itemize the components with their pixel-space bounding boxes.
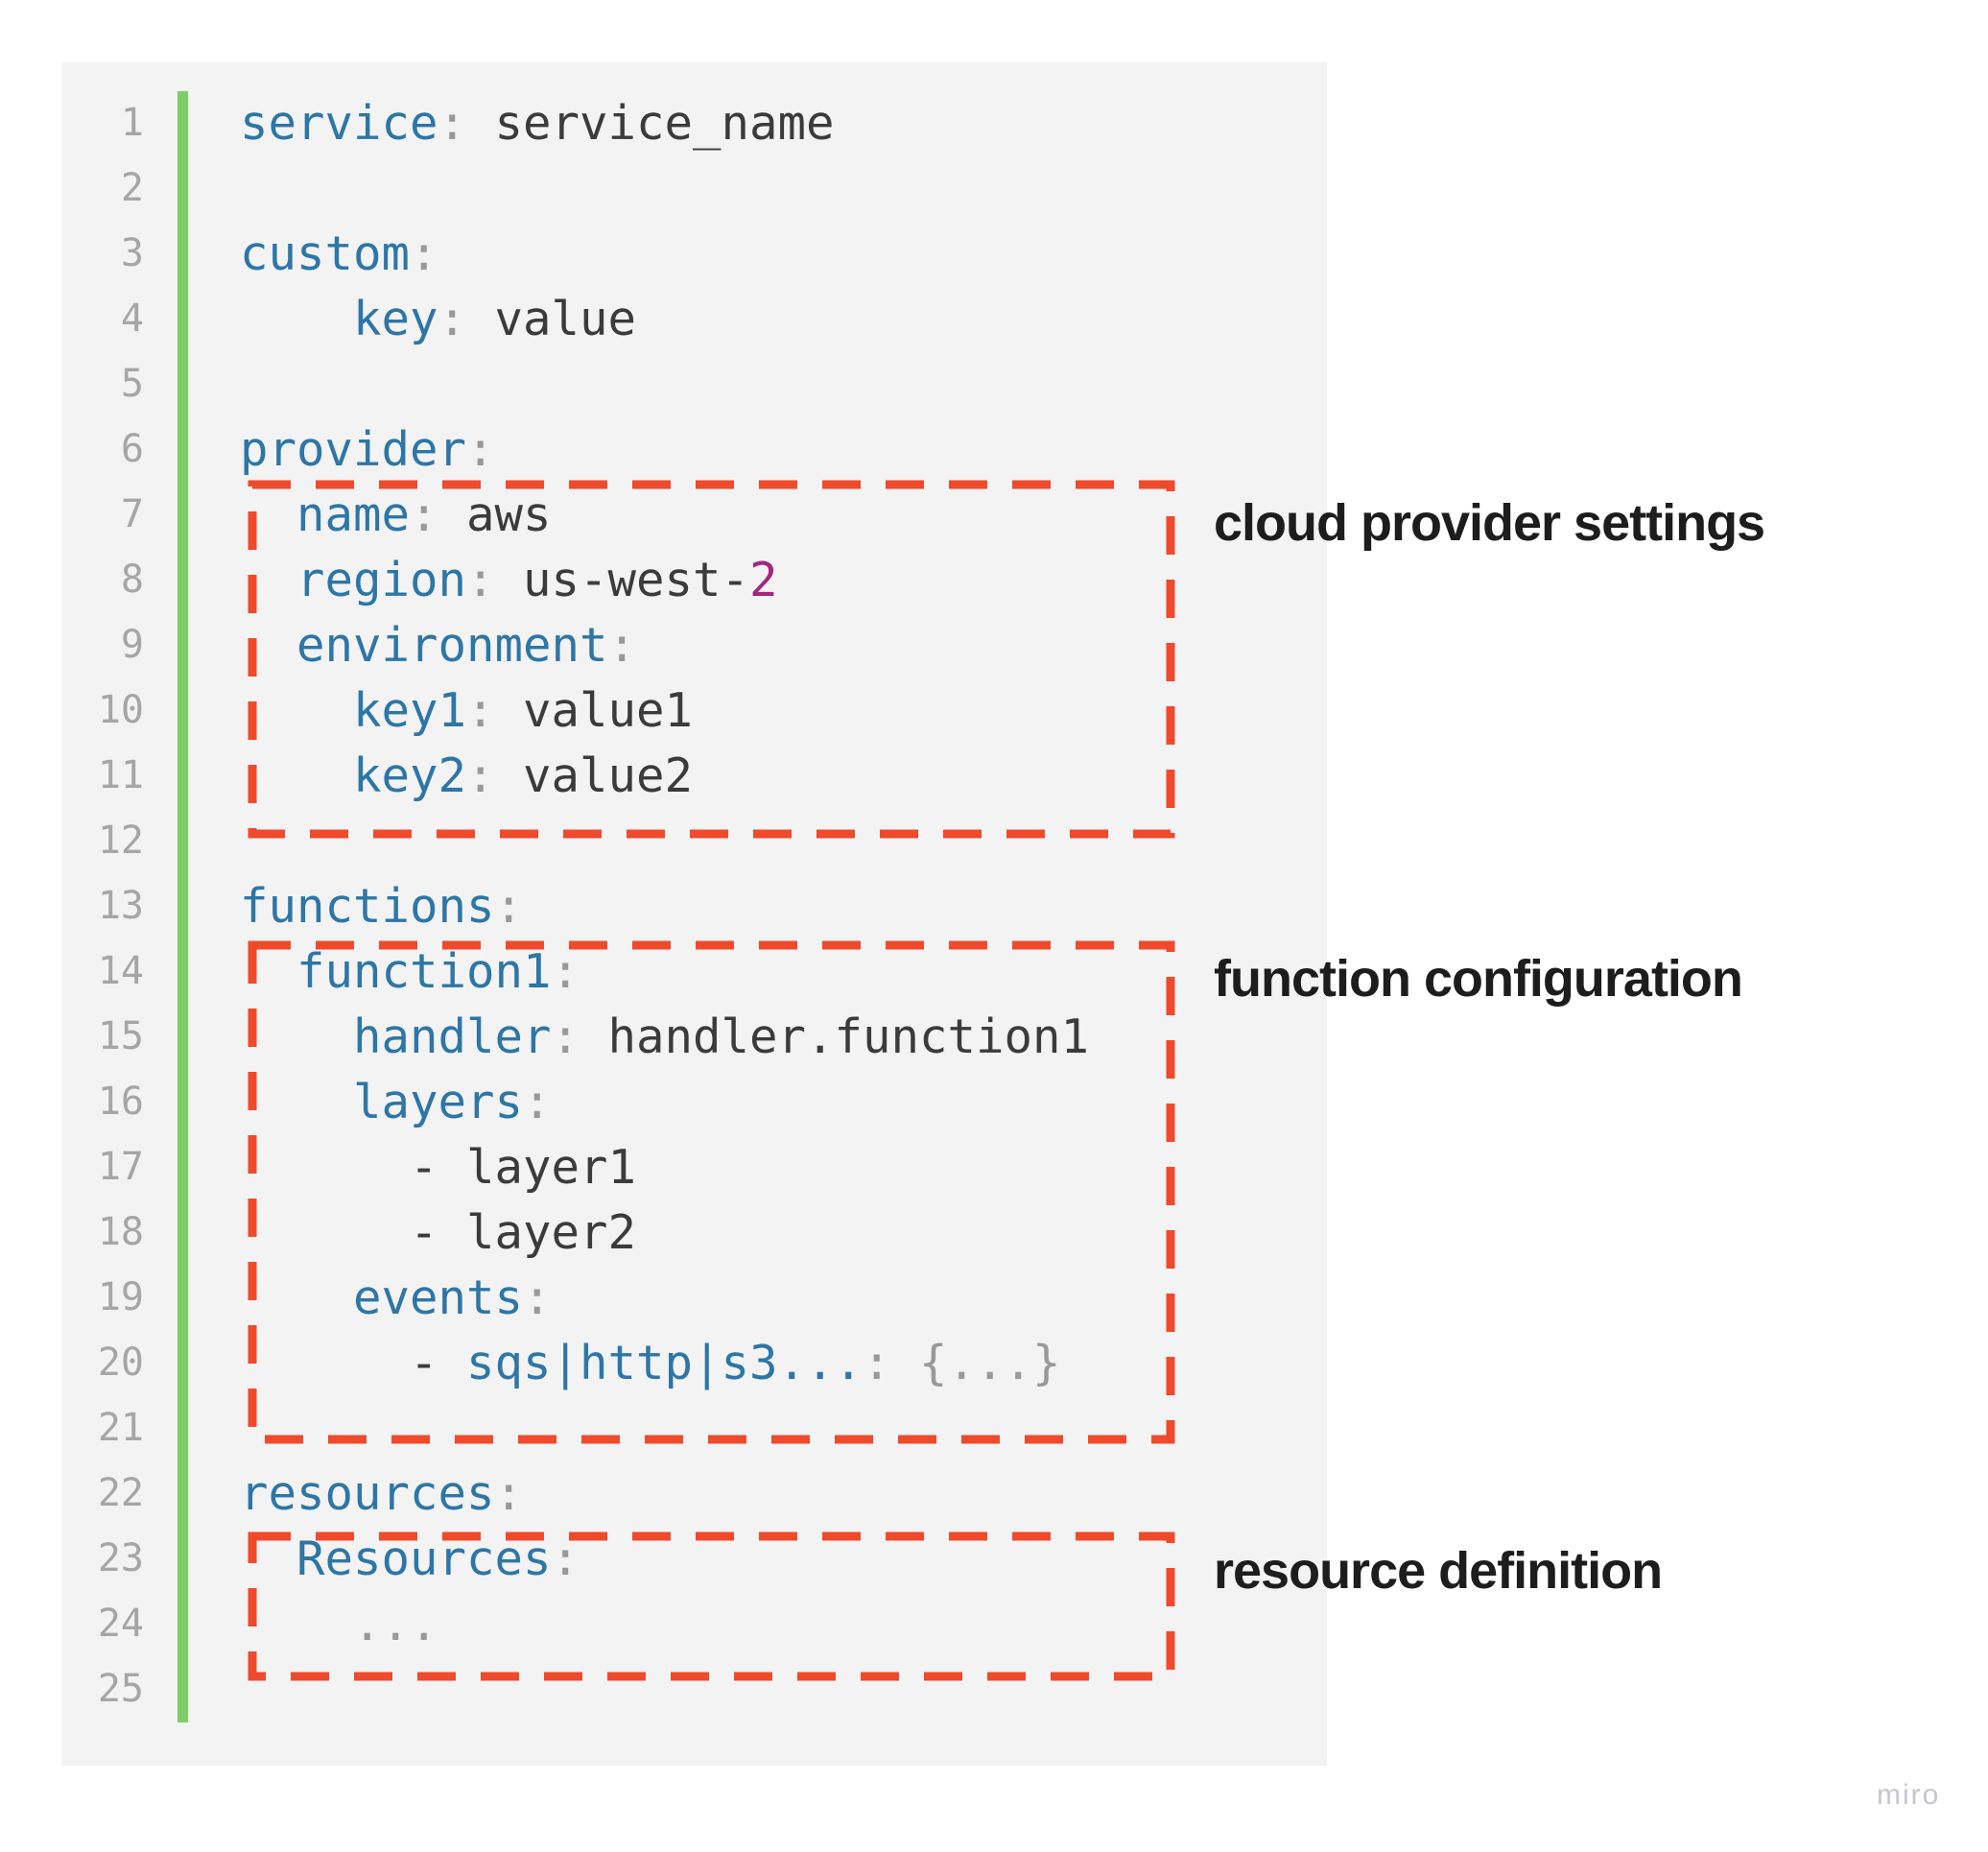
- code-text: environment:: [296, 617, 637, 673]
- line-number: 21: [97, 1406, 144, 1450]
- code-line: 10 key1: value1: [61, 677, 1327, 743]
- line-number: 6: [120, 427, 144, 471]
- line-number: 5: [120, 362, 144, 406]
- code-line: 22 resources:: [61, 1460, 1327, 1526]
- line-number: 23: [97, 1536, 144, 1580]
- code-line: 21: [61, 1395, 1327, 1460]
- code-text: functions:: [240, 878, 524, 934]
- code-line: 18 - layer2: [61, 1199, 1327, 1265]
- line-number: 4: [120, 297, 144, 341]
- code-line: 25: [61, 1656, 1327, 1721]
- code-text: custom:: [240, 226, 438, 281]
- line-number: 11: [97, 753, 144, 797]
- annotation-function-configuration: function configuration: [1214, 950, 1743, 1008]
- code-text: name: aws: [296, 487, 552, 542]
- line-number: 17: [97, 1145, 144, 1189]
- code-text: provider:: [240, 421, 495, 477]
- code-line: 9 environment:: [61, 612, 1327, 677]
- code-text: Resources:: [296, 1531, 580, 1586]
- code-text: - layer2: [410, 1204, 637, 1260]
- code-line: 23 Resources:: [61, 1526, 1327, 1591]
- code-text: - layer1: [410, 1139, 637, 1195]
- line-number: 1: [120, 101, 144, 145]
- code-text: events:: [353, 1270, 552, 1325]
- code-line: 5: [61, 351, 1327, 416]
- code-text: - sqs|http|s3...: {...}: [410, 1335, 1061, 1390]
- line-number: 9: [120, 623, 144, 667]
- line-number: 19: [97, 1275, 144, 1319]
- code-text: key2: value2: [353, 748, 694, 803]
- line-number: 22: [97, 1471, 144, 1515]
- code-line: 16 layers:: [61, 1069, 1327, 1134]
- line-number: 15: [97, 1014, 144, 1058]
- code-text: service: service_name: [240, 95, 835, 151]
- line-number: 12: [97, 819, 144, 863]
- code-line: 14 function1:: [61, 938, 1327, 1004]
- line-number: 25: [97, 1667, 144, 1711]
- line-number: 2: [120, 166, 144, 210]
- code-line: 19 events:: [61, 1265, 1327, 1330]
- line-number: 7: [120, 492, 144, 536]
- annotation-cloud-provider-settings: cloud provider settings: [1214, 494, 1765, 552]
- code-text: key: value: [353, 291, 637, 346]
- line-number: 10: [97, 688, 144, 732]
- code-line: 3 custom:: [61, 221, 1327, 286]
- code-text: layers:: [353, 1074, 552, 1129]
- line-number: 8: [120, 558, 144, 602]
- code-line: 2: [61, 155, 1327, 221]
- code-line: 4 key: value: [61, 286, 1327, 351]
- code-line: 13 functions:: [61, 873, 1327, 938]
- code-line: 11 key2: value2: [61, 743, 1327, 808]
- code-line: 15 handler: handler.function1: [61, 1004, 1327, 1069]
- code-text: key1: value1: [353, 682, 694, 738]
- code-text: function1:: [296, 943, 580, 999]
- code-line: 20 - sqs|http|s3...: {...}: [61, 1330, 1327, 1395]
- line-number: 20: [97, 1341, 144, 1385]
- code-line: 7 name: aws: [61, 482, 1327, 547]
- code-line: 8 region: us-west-2: [61, 547, 1327, 612]
- git-added-indicator-bar: [178, 91, 188, 1722]
- code-text: resources:: [240, 1465, 524, 1521]
- code-line: 12: [61, 808, 1327, 873]
- code-text: ...: [353, 1596, 438, 1651]
- line-number: 14: [97, 949, 144, 993]
- line-number: 24: [97, 1602, 144, 1646]
- line-number: 16: [97, 1080, 144, 1124]
- line-number: 18: [97, 1210, 144, 1254]
- line-number: 13: [97, 884, 144, 928]
- code-text: handler: handler.function1: [353, 1009, 1090, 1064]
- code-text: region: us-west-2: [296, 552, 778, 607]
- code-line: 6 provider:: [61, 416, 1327, 482]
- code-line: 17 - layer1: [61, 1134, 1327, 1199]
- code-line: 24...: [61, 1591, 1327, 1656]
- code-line: 1 service: service_name: [61, 90, 1327, 155]
- annotation-resource-definition: resource definition: [1214, 1542, 1663, 1600]
- line-number: 3: [120, 231, 144, 275]
- miro-watermark: miro: [1877, 1779, 1941, 1811]
